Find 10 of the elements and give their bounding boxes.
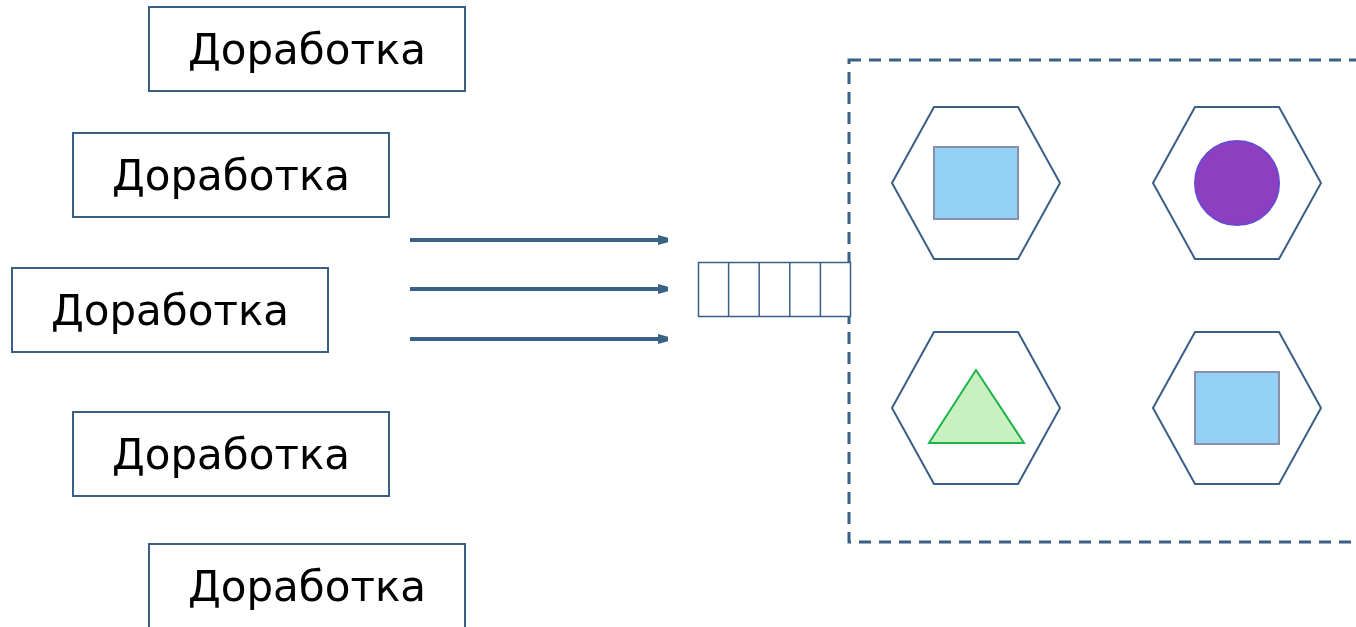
process-box	[148, 543, 466, 627]
box-label: Доработка	[187, 561, 427, 611]
box-label: Доработка	[111, 429, 351, 479]
process-box	[72, 411, 390, 497]
process-box	[72, 132, 390, 218]
box-label: Доработка	[111, 150, 351, 200]
process-box	[11, 267, 329, 353]
box-label: Доработка	[50, 285, 290, 335]
box-label: Доработка	[187, 24, 427, 74]
process-box	[148, 6, 466, 92]
